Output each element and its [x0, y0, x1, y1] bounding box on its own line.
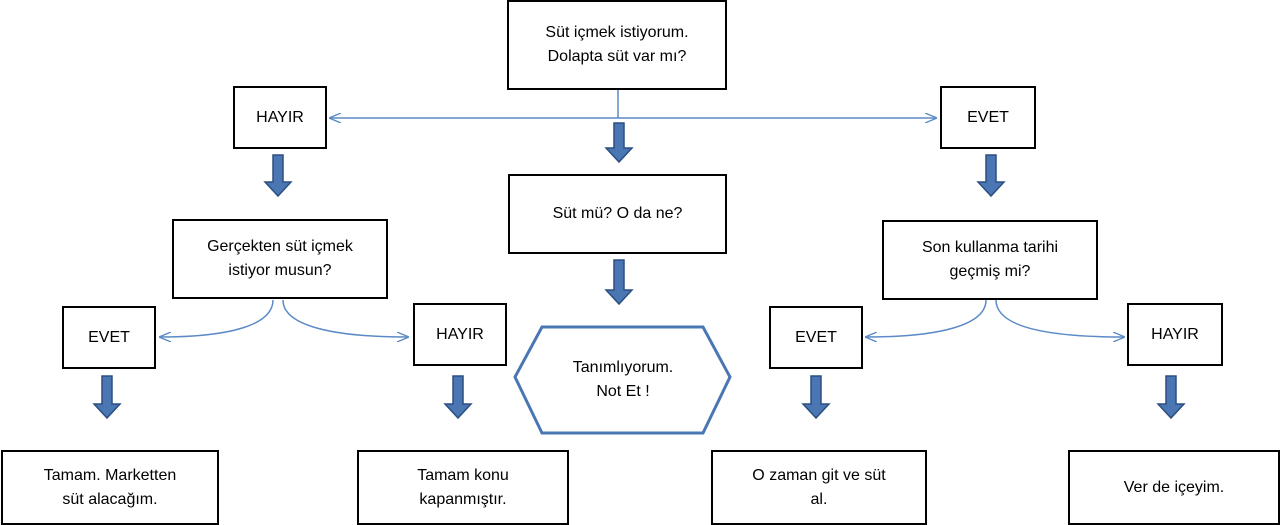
connector-curve-yes-midright — [866, 299, 987, 337]
topic-closed-node: Tamam konu kapanmıştır. — [357, 450, 569, 525]
arrow-hayir-right-down — [1156, 375, 1186, 420]
yes-midright-node: EVET — [769, 306, 863, 369]
what-milk-label: Süt mü? O da ne? — [552, 205, 683, 222]
unknown-line2: Not Et ! — [596, 383, 650, 400]
unknown-hexagon — [513, 325, 732, 435]
yes-top-label: EVET — [967, 108, 1009, 126]
no-top-label: HAYIR — [256, 108, 304, 126]
connector-curve-no-midleft — [282, 299, 408, 337]
drink-label: Ver de içeyim. — [1123, 478, 1225, 496]
yes-top-node: EVET — [940, 86, 1036, 149]
no-midleft-node: HAYIR — [413, 303, 507, 366]
really-want-node: Gerçekten süt içmek istiyor musun? — [172, 219, 388, 299]
arrow-evet-midright-down — [801, 375, 831, 420]
arrow-what-to-unknown — [604, 259, 634, 306]
topic-closed-line1: Tamam konu — [417, 466, 509, 484]
yes-left-node: EVET — [62, 306, 156, 369]
expiry-line1: Son kullanma tarihi — [921, 239, 1059, 256]
topic-closed-line2: kapanmıştır. — [419, 490, 507, 508]
no-right-node: HAYIR — [1127, 303, 1223, 366]
arrow-evet-left-down — [92, 375, 122, 420]
connector-curve-no-right — [995, 299, 1124, 337]
what-milk-node: Süt mü? O da ne? — [508, 174, 727, 254]
start-node: Süt içmek istiyorum. Dolapta süt var mı? — [507, 0, 727, 90]
no-right-label: HAYIR — [1151, 325, 1199, 343]
buy-milk-node: Tamam. Marketten süt alacağım. — [1, 450, 219, 525]
arrow-hayir-top-down — [263, 154, 293, 198]
start-line2: Dolapta süt var mı? — [547, 48, 687, 65]
go-buy-node: O zaman git ve süt al. — [711, 450, 927, 525]
really-want-line2: istiyor musun? — [228, 262, 332, 279]
buy-milk-line1: Tamam. Marketten — [43, 466, 177, 484]
expiry-node: Son kullanma tarihi geçmiş mi? — [882, 220, 1098, 300]
buy-milk-line2: süt alacağım. — [62, 490, 158, 508]
start-line1: Süt içmek istiyorum. — [545, 24, 689, 41]
yes-midright-label: EVET — [795, 328, 837, 346]
go-buy-line1: O zaman git ve süt — [752, 466, 886, 484]
arrow-hayir-midleft-down — [443, 375, 473, 420]
drink-node: Ver de içeyim. — [1068, 450, 1280, 525]
expiry-line2: geçmiş mi? — [949, 263, 1031, 280]
unknown-line1: Tanımlıyorum. — [572, 359, 674, 376]
arrow-evet-top-down — [976, 154, 1006, 198]
connector-curve-yes-left — [160, 299, 274, 337]
really-want-line1: Gerçekten süt içmek — [207, 238, 353, 255]
no-top-node: HAYIR — [233, 86, 327, 149]
no-midleft-label: HAYIR — [436, 325, 484, 343]
arrow-start-to-what — [604, 122, 634, 164]
yes-left-label: EVET — [88, 328, 130, 346]
go-buy-line2: al. — [810, 490, 828, 508]
unknown-node-text: Tanımlıyorum. Not Et ! — [530, 327, 716, 433]
